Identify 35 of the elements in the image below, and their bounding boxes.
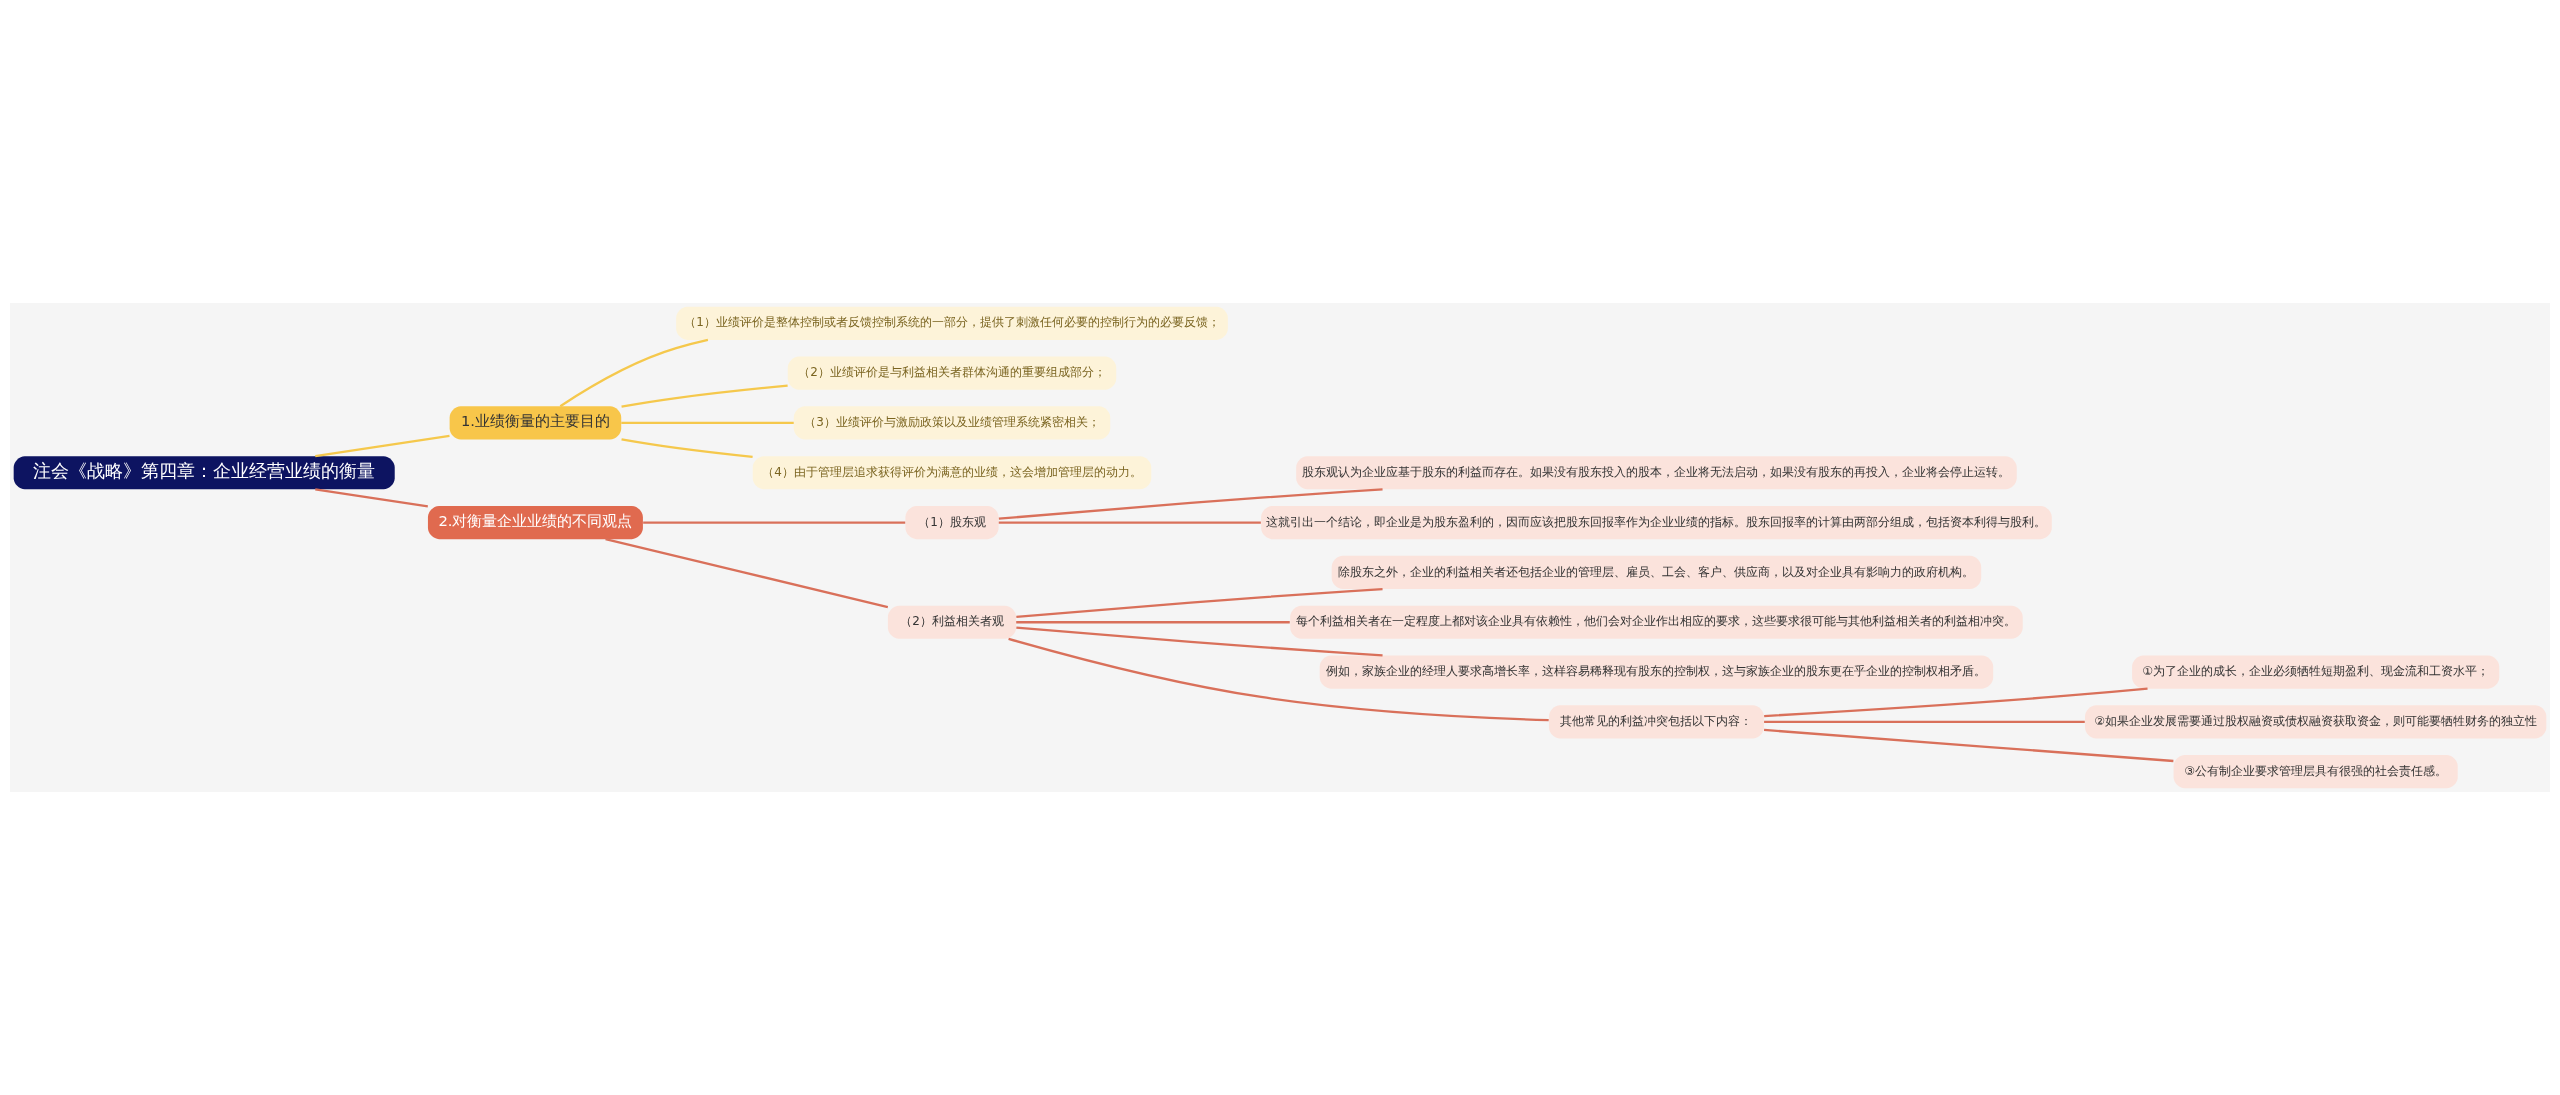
node-box: 1.业绩衡量的主要目的 [449,406,622,440]
node-box: （3）业绩评价与激励政策以及业绩管理系统紧密相关； [793,406,1111,440]
node-box: ①为了企业的成长，企业必须牺牲短期盈利、现金流和工资水平； [2132,655,2500,689]
node-box: （1）股东观 [905,506,999,540]
node-box: 2.对衡量企业业绩的不同观点 [427,506,643,540]
connector [621,384,788,408]
connector [1016,587,1383,618]
connector [1008,637,1549,722]
node-box: 除股东之外，企业的利益相关者还包括企业的管理层、雇员、工会、客户、供应商，以及对企业具有影响力的政府机构。 [1331,555,1982,589]
node-box: 例如，家族企业的经理人要求高增长率，这样容易稀释现有股东的控制权，这与家族企业的股东更在乎企业的控制权相矛盾。 [1319,655,1994,689]
connector [315,488,428,508]
connector [315,434,450,458]
node-box: （2）业绩评价是与利益相关者群体沟通的重要组成部分； [787,356,1117,390]
node-box: （4）由于管理层追求获得评价为满意的业绩，这会增加管理层的动力。 [752,456,1152,490]
connector [605,538,889,609]
connector [1016,626,1383,657]
connector [1016,621,1290,624]
node-box: 这就引出一个结论，即企业是为股东盈利的，因而应该把股东回报率作为企业业绩的指标。股东回报率的计算由两部分组成，包括资本利得与股利。 [1261,506,2052,540]
connector [621,438,753,458]
connector [643,521,906,524]
node-box: 每个利益相关者在一定程度上都对该企业具有依赖性，他们会对企业作出相应的要求，这些要求很可能与其他利益相关者的利益相冲突。 [1290,605,2023,639]
connector [998,488,1383,520]
node-box: （1）业绩评价是整体控制或者反馈控制系统的一部分，提供了刺激任何必要的控制行为的必要反馈； [676,306,1228,340]
connector [621,421,794,425]
connector [998,521,1261,524]
connector [1764,720,2085,724]
connector [559,338,709,408]
node-box: （2）利益相关者观 [887,605,1017,639]
connector [1764,728,2174,763]
node-box: 股东观认为企业应基于股东的利益而存在。如果没有股东投入的股本，企业将无法启动，如果没有股东的再投入，企业将会停止运转。 [1296,456,2017,490]
node-box: ②如果企业发展需要通过股权融资或债权融资获取资金，则可能要牺牲财务的独立性 [2085,705,2547,739]
node-box: ③公有制企业要求管理层具有很强的社会责任感。 [2173,755,2458,789]
node-box: 其他常见的利益冲突包括以下内容： [1548,705,1764,739]
connector [1764,687,2148,718]
node-box: 注会《战略》第四章：企业经营业绩的衡量 [13,456,395,490]
